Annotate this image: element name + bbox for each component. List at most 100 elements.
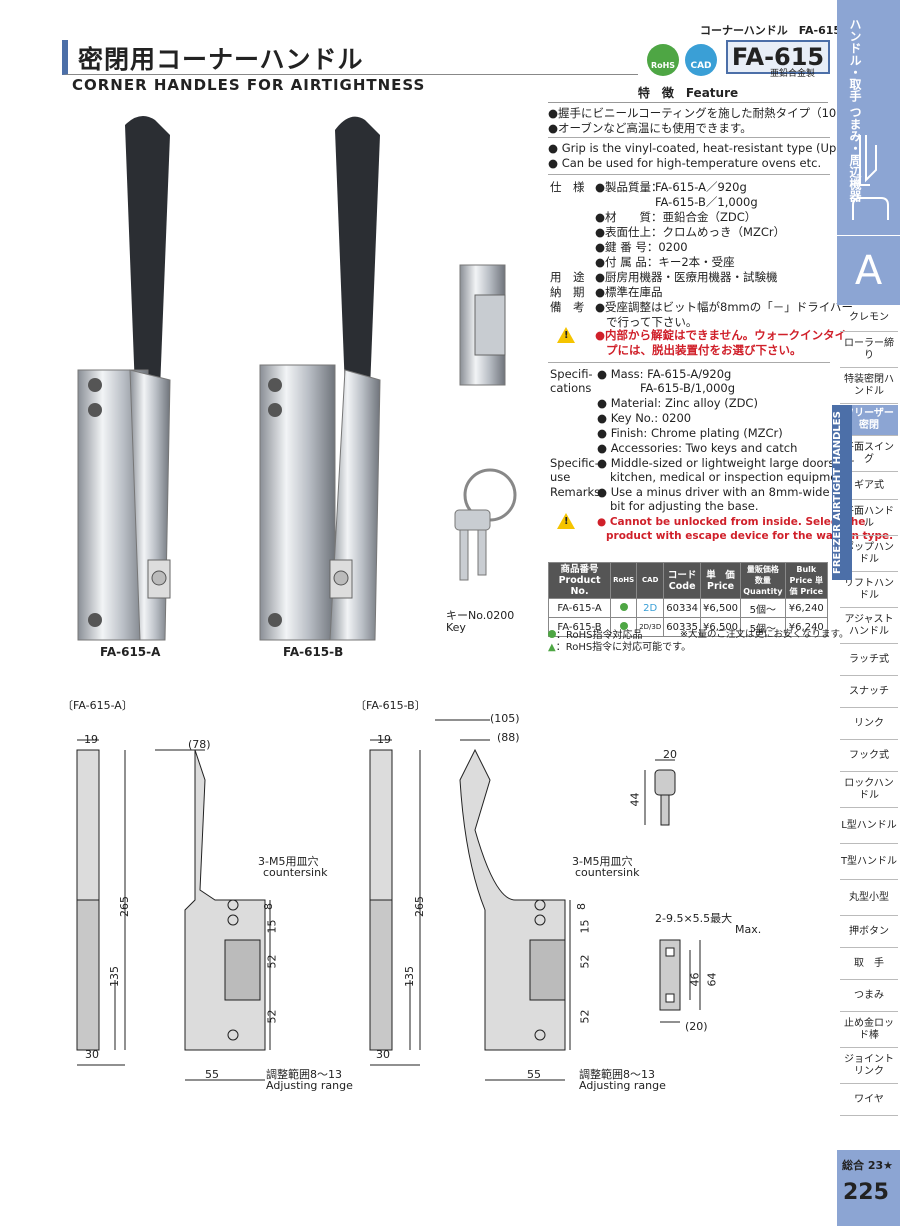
sidebar-item-11[interactable]: スナッチ [840,677,898,708]
spec-jp-remarks-label: 備 考 [550,300,585,314]
countersink-en-a: countersink [263,866,328,879]
spec-en-remarks-2: bit for adjusting the base. [610,499,759,513]
spec-jp-mass-label: ●製品質量： [595,180,663,194]
spec-jp-remarks-2: で行って下さい。 [606,315,698,329]
slot-en: Max. [735,923,762,936]
th-rohs: RoHS [610,562,638,599]
sidebar-item-14[interactable]: ロックハンドル [840,773,898,808]
spec-jp-material: ●材 質：亜鉛合金（ZDC） [595,210,757,224]
sidebar-item-22[interactable]: ジョイントリンク [840,1049,898,1084]
sidebar-item-2[interactable]: 特装密閉ハンドル [840,369,898,404]
sidebar-item-1[interactable]: ローラー締り [840,333,898,368]
spec-en-use-label-1: Specific- [550,456,599,470]
cell-qty: 5個～ [740,617,786,637]
dim-44-key: 44 [628,792,642,807]
spec-jp-use-label: 用 途 [550,270,585,284]
spec-en-label-2: cations [550,381,592,395]
product-table: 商品番号 Product No. RoHS CAD コード Code 単 価 P… [547,562,829,637]
dim-265-a: 265 [118,896,131,917]
th-code: コード Code [663,562,702,599]
sidebar-item-10[interactable]: ラッチ式 [840,645,898,676]
sidebar-vertical-label: FREEZER AIRTIGHT HANDLES [832,405,852,580]
sidebar-handle-icon [852,135,889,220]
sidebar-item-20[interactable]: つまみ [840,981,898,1012]
cell-rohs [610,617,638,637]
th-price: 単 価 Price [700,562,742,599]
page-subtitle: CORNER HANDLES FOR AIRTIGHTNESS [72,76,426,94]
sidebar-item-6[interactable]: 平面ハンドル [840,501,898,536]
feature-jp-2: ●オーブンなど高温にも使用できます。 [548,121,752,135]
spec-en-label-1: Specifi- [550,367,593,381]
dim-55-b: 55 [527,1068,541,1081]
total-label: 総合 23★ [842,1159,893,1172]
dim-55-a: 55 [205,1068,219,1081]
sidebar-item-23[interactable]: ワイヤ [840,1085,898,1116]
adjust-en-b: Adjusting range [579,1079,666,1092]
keys-photo [454,468,517,581]
sidebar-item-19[interactable]: 取 手 [840,949,898,980]
spec-jp-delivery-label: 納 期 [550,285,585,299]
spec-jp-mass-b: FA-615-B／1,000g [655,195,758,209]
sidebar-item-21[interactable]: 止め金ロッド棒 [840,1013,898,1048]
bulk-note: ※大量のご注文は更にお安くなります。 [680,629,849,640]
spec-jp-mass-a: FA-615-A／920g [655,180,747,194]
dim-20-catch: (20) [685,1020,708,1033]
cad-icon: CAD [685,44,717,76]
sidebar-letter: A [837,235,900,306]
dim-19-b: 19 [377,733,391,746]
label-fa-615-a: FA-615-A [100,645,161,659]
page-title-box: 密閉用コーナーハンドル [62,40,638,75]
dim-265-b: 265 [413,896,426,917]
catch-photo [459,264,506,386]
sidebar-item-0[interactable]: クレモン [840,305,898,332]
spec-jp-finish: ●表面仕上：クロムめっき（MZCr） [595,225,786,239]
drawing-b [369,719,571,1081]
dim-15-a: 15 [265,919,279,934]
spec-en-use-label-2: use [550,470,571,484]
key-label: キーNo.0200 [446,609,515,622]
sidebar-item-7[interactable]: ポップハンドル [840,537,898,572]
sidebar-item-9[interactable]: アジャストハンドル [840,609,898,644]
spec-en-use-1: ● Middle-sized or lightweight large door… [597,456,854,470]
material-label: 亜鉛合金製 [770,69,816,79]
sidebar-bottom [837,1150,900,1226]
spec-jp-key: ●鍵 番 号：0200 [595,240,688,254]
sidebar-item-16[interactable]: T型ハンドル [840,845,898,880]
rohs-dot-icon [619,621,628,630]
th-bulk: Bulk Price 単価 Price [784,562,829,599]
cell-price: ¥6,500 [700,617,742,637]
dim-15-b: 15 [578,919,592,934]
spec-jp-warning-1: ●内部から解錠はできません。ウォークインタイ [595,328,847,342]
sidebar-item-12[interactable]: リンク [840,709,898,740]
sidebar-item-13[interactable]: フック式 [840,741,898,772]
cell-cad: 2D [636,598,665,618]
table-row: FA-615-B 2D/3D 60335 ¥6,500 5個～ ¥6,240 [547,617,829,637]
sidebar-item-8[interactable]: リフトハンドル [840,573,898,608]
key-label-en: Key [446,621,466,634]
rohs-note-2: ▲：RoHS指令に対応可能です。 [548,642,692,653]
slot-jp: 2-9.5×5.5最大 [655,912,733,925]
sidebar-item-5[interactable]: ギア式 [840,473,898,500]
feature-jp-1: ●握手にビニールコーティングを施した耐熱タイプ（100℃まで） [548,106,891,120]
spec-en-warning-2: product with escape device for the walk-… [606,530,894,542]
rohs-icon: RoHS [647,44,679,76]
feature-en-2: ● Can be used for high-temperature ovens… [548,156,822,170]
dim-30-b: 30 [376,1048,390,1061]
sidebar-item-17[interactable]: 丸型小型 [840,881,898,916]
sidebar-item-15[interactable]: L型ハンドル [840,809,898,844]
cell-bulk: ¥6,240 [784,598,829,618]
spec-jp-label: 仕 様 [550,180,585,194]
dim-135-b: 135 [403,966,416,987]
sidebar-item-18[interactable]: 押ボタン [840,917,898,948]
spec-jp-delivery: ●標準在庫品 [595,285,663,299]
adjust-en-a: Adjusting range [266,1079,353,1092]
dim-88: (88) [497,731,520,744]
feature-en-1: ● Grip is the vinyl-coated, heat-resista… [548,141,899,155]
sidebar-item-4[interactable]: 平面スイング [840,437,898,472]
spec-en-mass-a: ● Mass: FA-615-A/920g [597,367,732,381]
rohs-dot-icon [548,630,556,638]
cell-product: FA-615-B [547,617,612,637]
sidebar-top [837,0,900,305]
drawing-key [644,759,676,826]
cell-bulk: ¥6,240 [784,617,829,637]
